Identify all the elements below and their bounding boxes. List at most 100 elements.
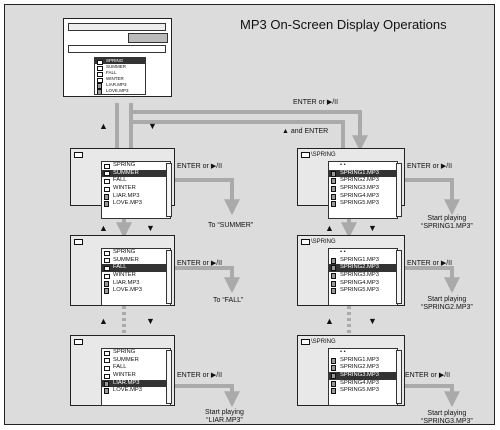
list-item: SUMMER [102, 357, 170, 365]
file-icon [331, 288, 336, 295]
mini-screen-path-bar [68, 45, 166, 53]
down-arrow-icon: ▼ [368, 316, 377, 326]
folder-icon [104, 178, 110, 184]
flow-line-right-result-3 [405, 384, 460, 408]
file-icon [104, 280, 109, 287]
list-item-label: SPRING2.MP3 [340, 177, 379, 184]
list-item: LIAR.MP3 [95, 82, 145, 89]
file-icon [104, 193, 109, 200]
path-label [74, 339, 84, 345]
list-item: SPRING [102, 349, 170, 357]
file-icon [331, 365, 336, 372]
list-item: SUMMER [95, 64, 145, 71]
list-item-label: SPRING1.MP3 [340, 256, 379, 263]
list-item-label: SPRING4.MP3 [340, 379, 379, 386]
file-icon [331, 373, 336, 380]
path-label: \SPRING [301, 339, 336, 345]
list-item-label: SPRING2.MP3 [340, 264, 379, 271]
folder-icon [97, 65, 103, 71]
path-text: \SPRING [311, 152, 336, 158]
file-icon [331, 280, 336, 287]
list-item-label: LOVE.MP3 [113, 287, 142, 294]
file-icon [104, 388, 109, 395]
file-icon [331, 201, 336, 208]
up-arrow-icon: ▲ [325, 316, 334, 326]
folder-icon [301, 339, 310, 345]
list-item: SPRING1.MP3 [329, 357, 397, 365]
list-item: SPRING3.MP3 [329, 272, 397, 280]
file-icon [331, 170, 336, 177]
list-item-label: LOVE.MP3 [106, 88, 129, 93]
list-item-label: SPRING1.MP3 [340, 356, 379, 363]
scrollbar [166, 250, 172, 304]
list-item: LOVE.MP3 [102, 387, 170, 395]
list-item-label: SPRING5.MP3 [340, 287, 379, 294]
list-item: SPRING2.MP3 [329, 264, 397, 273]
folder-icon [104, 171, 110, 177]
down-arrow-icon: ▼ [146, 316, 155, 326]
up-arrow-icon: ▲ [99, 121, 108, 131]
list-item-label: • • [340, 162, 346, 168]
file-icon [331, 178, 336, 185]
list-item: SPRING [95, 58, 145, 65]
list-item-label: SPRING [106, 58, 124, 63]
list-item-label: SPRING5.MP3 [340, 200, 379, 207]
path-label [74, 239, 84, 245]
list-item: SPRING3.MP3 [329, 185, 397, 193]
list-item: FALL [102, 264, 170, 273]
folder-icon [74, 339, 83, 345]
folder-icon [301, 152, 310, 158]
down-arrow-icon: ▼ [146, 223, 155, 233]
enter-or-play-label: ENTER or ▶/II [177, 163, 223, 170]
list-item: LOVE.MP3 [95, 88, 145, 94]
list-item: LIAR.MP3 [102, 193, 170, 201]
list-item-label: WINTER [113, 372, 136, 379]
list-item: SPRING2.MP3 [329, 177, 397, 185]
list-item-label: SPRING1.MP3 [340, 169, 379, 176]
scrollbar [396, 250, 402, 304]
enter-or-play-label: ENTER or ▶/II [405, 372, 451, 379]
list-item: SPRING2.MP3 [329, 364, 397, 372]
list-item-label: FALL [113, 177, 127, 184]
down-arrow-icon: ▼ [368, 223, 377, 233]
list-item-label: LOVE.MP3 [113, 387, 142, 394]
path-text: \SPRING [311, 239, 336, 245]
list-item-label: SPRING [113, 349, 136, 355]
file-icon [97, 89, 102, 94]
list-item-label: SUMMER [113, 356, 139, 363]
list-item: SPRING3.MP3 [329, 372, 397, 380]
list-item: • • [329, 162, 397, 170]
list-item: SUMMER [102, 169, 170, 178]
list-item-label: SPRING5.MP3 [340, 387, 379, 394]
file-icon [331, 357, 336, 364]
folder-icon [104, 258, 110, 264]
list-item-label: WINTER [113, 185, 136, 192]
list-item: LIAR.MP3 [102, 379, 170, 388]
list-item: WINTER [95, 76, 145, 83]
enter-or-play-label: ENTER or ▶/II [177, 372, 223, 379]
list-item-label: FALL [106, 70, 117, 75]
list-item: WINTER [102, 372, 170, 380]
folder-icon [97, 71, 103, 77]
result-spring3: Start playing “SPRING3.MP3” [421, 410, 473, 425]
folder-icon [97, 59, 103, 65]
up-arrow-icon: ▲ [99, 316, 108, 326]
folder-icon [104, 250, 110, 256]
flow-line-mini-right-2 [131, 120, 345, 148]
list-item: SPRING4.MP3 [329, 193, 397, 201]
up-and-enter-label: ▲ and ENTER [282, 128, 329, 135]
path-label: \SPRING [301, 152, 336, 158]
list-item-label: SPRING3.MP3 [340, 185, 379, 192]
result-spring1: Start playing “SPRING1.MP3” [421, 215, 473, 230]
list-item-label: SPRING3.MP3 [340, 272, 379, 279]
list-item: SPRING1.MP3 [329, 169, 397, 178]
flow-line-left-result-1 [175, 178, 240, 216]
result-summer: To “SUMMER” [208, 222, 254, 229]
